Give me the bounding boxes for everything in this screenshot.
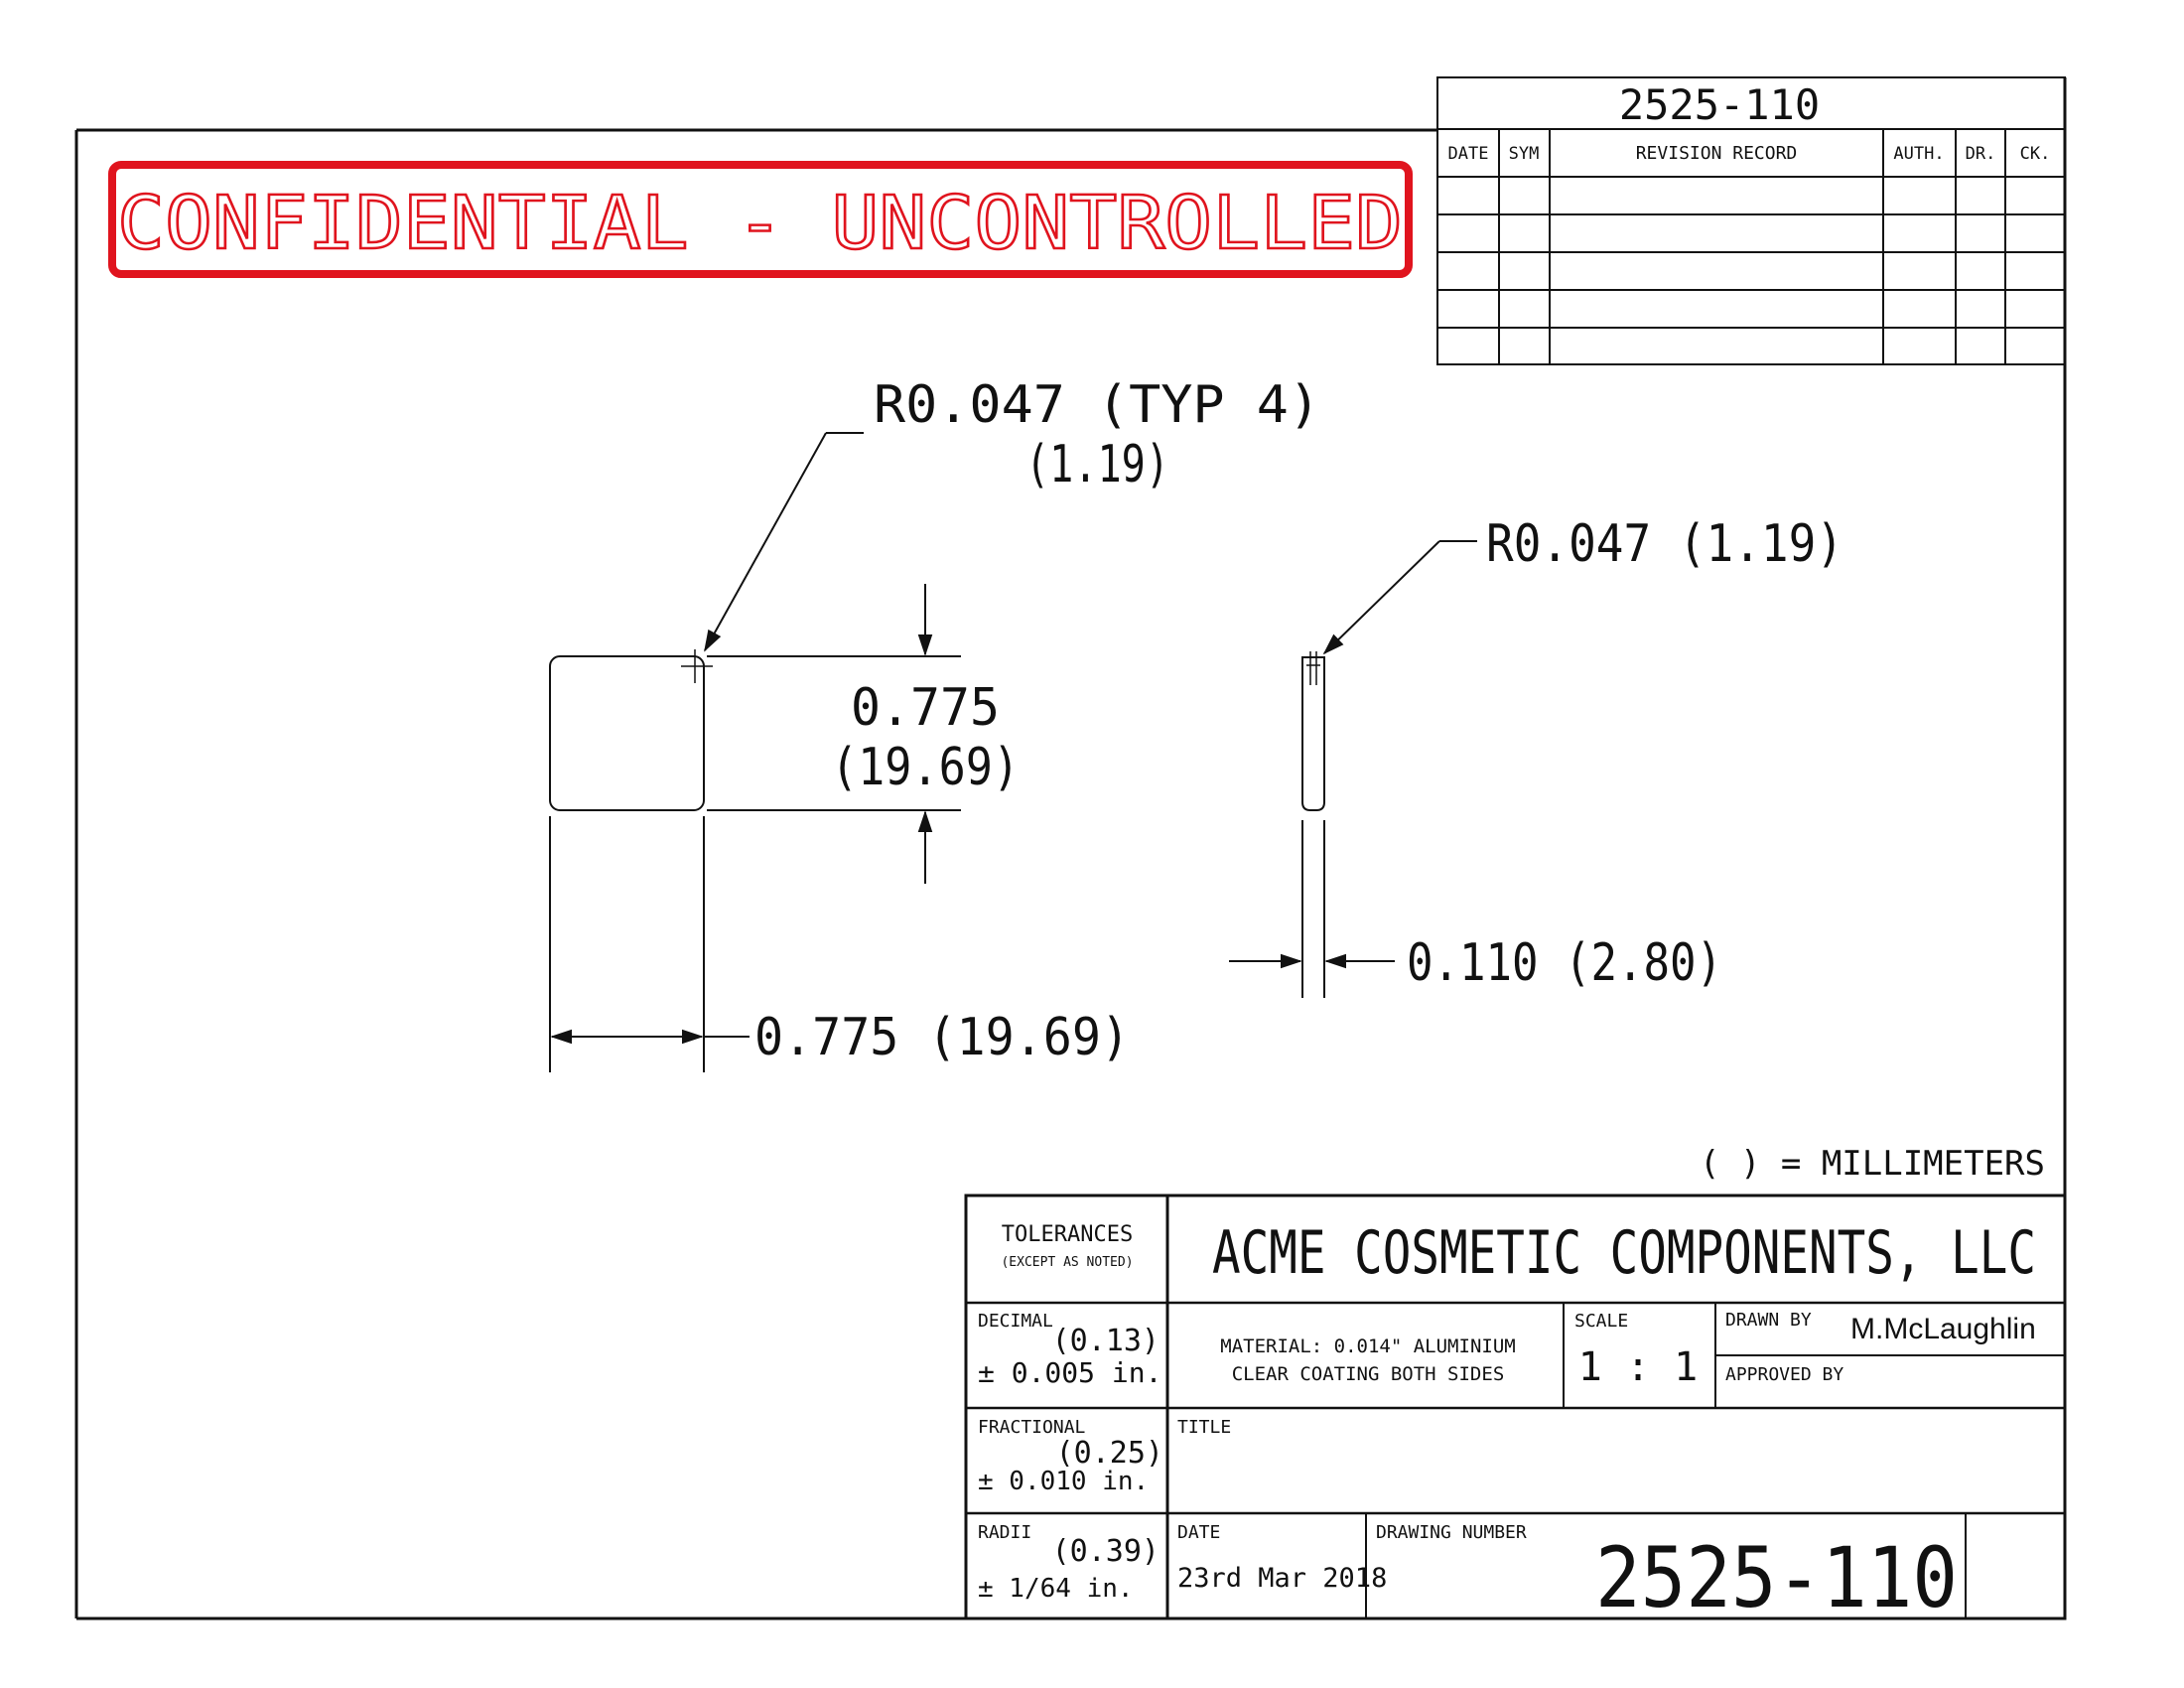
rev-col-record: REVISION RECORD xyxy=(1636,143,1798,164)
top-drawing-number: 2525-110 xyxy=(1619,80,1820,129)
side-view xyxy=(1301,651,1325,811)
title-label: TITLE xyxy=(1177,1417,1231,1438)
rev-col-date: DATE xyxy=(1448,144,1489,164)
radii-mm: (0.39) xyxy=(1052,1534,1160,1569)
tolerances-label: TOLERANCES xyxy=(1002,1222,1133,1247)
date-label: DATE xyxy=(1177,1522,1220,1543)
company-name: ACME COSMETIC COMPONENTS, LLC xyxy=(1212,1218,2036,1288)
width-label: 0.775 (19.69) xyxy=(754,1008,1130,1067)
thickness-label: 0.110 (2.80) xyxy=(1407,933,1722,993)
fractional-mm: (0.25) xyxy=(1056,1436,1163,1471)
confidential-stamp-text: CONFIDENTIAL - UNCONTROLLED xyxy=(117,181,1403,266)
except-noted-label: (EXCEPT AS NOTED) xyxy=(1001,1255,1133,1270)
material-line-1: MATERIAL: 0.014" ALUMINIUM xyxy=(1220,1336,1515,1357)
rev-col-auth: AUTH. xyxy=(1893,144,1944,164)
scale-value: 1 : 1 xyxy=(1578,1344,1698,1390)
height-label: 0.775 xyxy=(851,678,1000,738)
side-radius-label: R0.047 (1.19) xyxy=(1486,514,1843,574)
decimal-label: DECIMAL xyxy=(978,1311,1053,1332)
front-radius-label: R0.047 (TYP 4) xyxy=(874,375,1320,435)
units-note: ( ) = MILLIMETERS xyxy=(1700,1144,2045,1184)
drawing-number-label: DRAWING NUMBER xyxy=(1376,1522,1527,1543)
material-line-2: CLEAR COATING BOTH SIDES xyxy=(1232,1363,1505,1385)
top-number-box: 2525-110 xyxy=(1436,76,2066,130)
drawing-number: 2525-110 xyxy=(1595,1529,1958,1626)
scale-label: SCALE xyxy=(1574,1311,1628,1332)
drawn-by-label: DRAWN BY xyxy=(1725,1310,1812,1331)
confidential-stamp: CONFIDENTIAL - UNCONTROLLED xyxy=(108,161,1413,278)
side-radius-leader: R0.047 (1.19) xyxy=(1322,514,1843,655)
width-dimension: 0.775 (19.69) xyxy=(549,816,1130,1072)
revision-table: DATE SYM REVISION RECORD AUTH. DR. CK. xyxy=(1436,128,2066,365)
date-value: 23rd Mar 2018 xyxy=(1177,1563,1387,1594)
front-view xyxy=(549,649,713,811)
radii-tolerance: ± 1/64 in. xyxy=(978,1574,1134,1604)
rev-col-dr: DR. xyxy=(1966,144,1996,164)
approved-by-label: APPROVED BY xyxy=(1725,1364,1843,1385)
title-block: TOLERANCES (EXCEPT AS NOTED) ACME COSMET… xyxy=(964,1194,2067,1626)
rev-col-ck: CK. xyxy=(2020,144,2051,164)
decimal-mm: (0.13) xyxy=(1052,1324,1160,1358)
fractional-label: FRACTIONAL xyxy=(978,1417,1086,1438)
front-radius-mm: (1.19) xyxy=(1025,435,1169,494)
thickness-dimension: 0.110 (2.80) xyxy=(1229,820,1722,998)
height-dimension: 0.775 (19.69) xyxy=(707,584,1020,884)
radii-label: RADII xyxy=(978,1522,1031,1543)
decimal-tolerance: ± 0.005 in. xyxy=(978,1356,1161,1389)
height-mm: (19.69) xyxy=(831,738,1020,797)
rev-col-sym: SYM xyxy=(1509,144,1540,164)
front-radius-leader: R0.047 (TYP 4) (1.19) xyxy=(704,375,1320,652)
drawn-by-name: M.McLaughlin xyxy=(1850,1313,2036,1345)
fractional-tolerance: ± 0.010 in. xyxy=(978,1467,1149,1496)
